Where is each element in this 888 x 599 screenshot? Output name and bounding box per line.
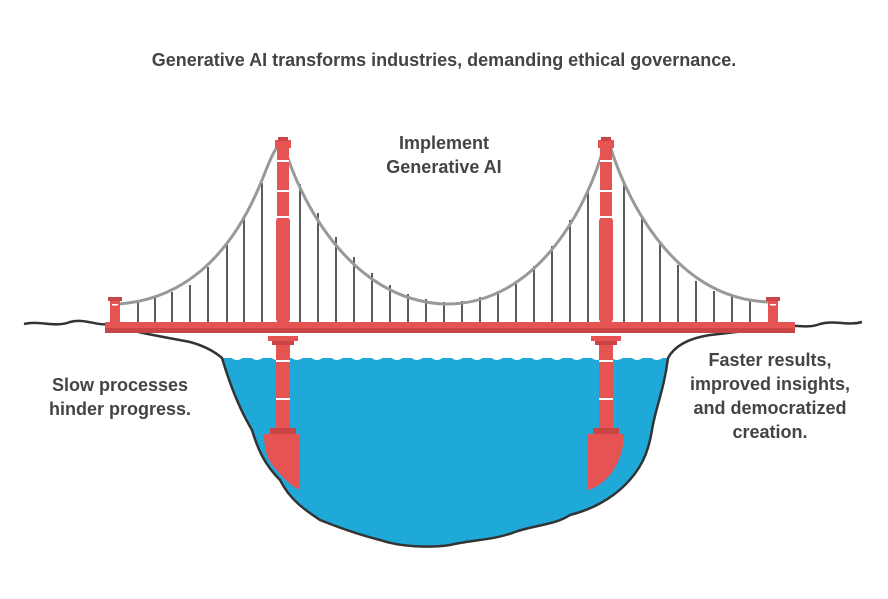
hangers [137, 183, 751, 324]
main-cables [116, 144, 772, 306]
water-icon [222, 358, 668, 547]
left-label-line: hinder progress. [48, 399, 192, 419]
left-side-label: Slow processes hinder progress. [30, 373, 210, 421]
right-label-line: Faster results, [708, 350, 832, 370]
right-label-line: improved insights, [689, 374, 851, 394]
bridge-deck [105, 322, 795, 333]
tower-left [264, 137, 300, 490]
diagram-title: Generative AI transforms industries, dem… [151, 50, 737, 70]
end-post-right [766, 297, 780, 324]
right-label-line: and democratized [693, 398, 847, 418]
bridge-label-line: Generative AI [386, 157, 502, 177]
right-side-label: Faster results, improved insights, and d… [670, 348, 870, 444]
left-label-line: Slow processes [51, 375, 189, 395]
ground-outline [23, 319, 863, 548]
right-label-line: creation. [732, 422, 808, 442]
water-surface [221, 354, 669, 360]
bridge-label-line: Implement [398, 133, 490, 153]
bridge-label: Implement Generative AI [334, 131, 554, 179]
tower-right [588, 137, 624, 490]
end-post-left [108, 297, 122, 324]
